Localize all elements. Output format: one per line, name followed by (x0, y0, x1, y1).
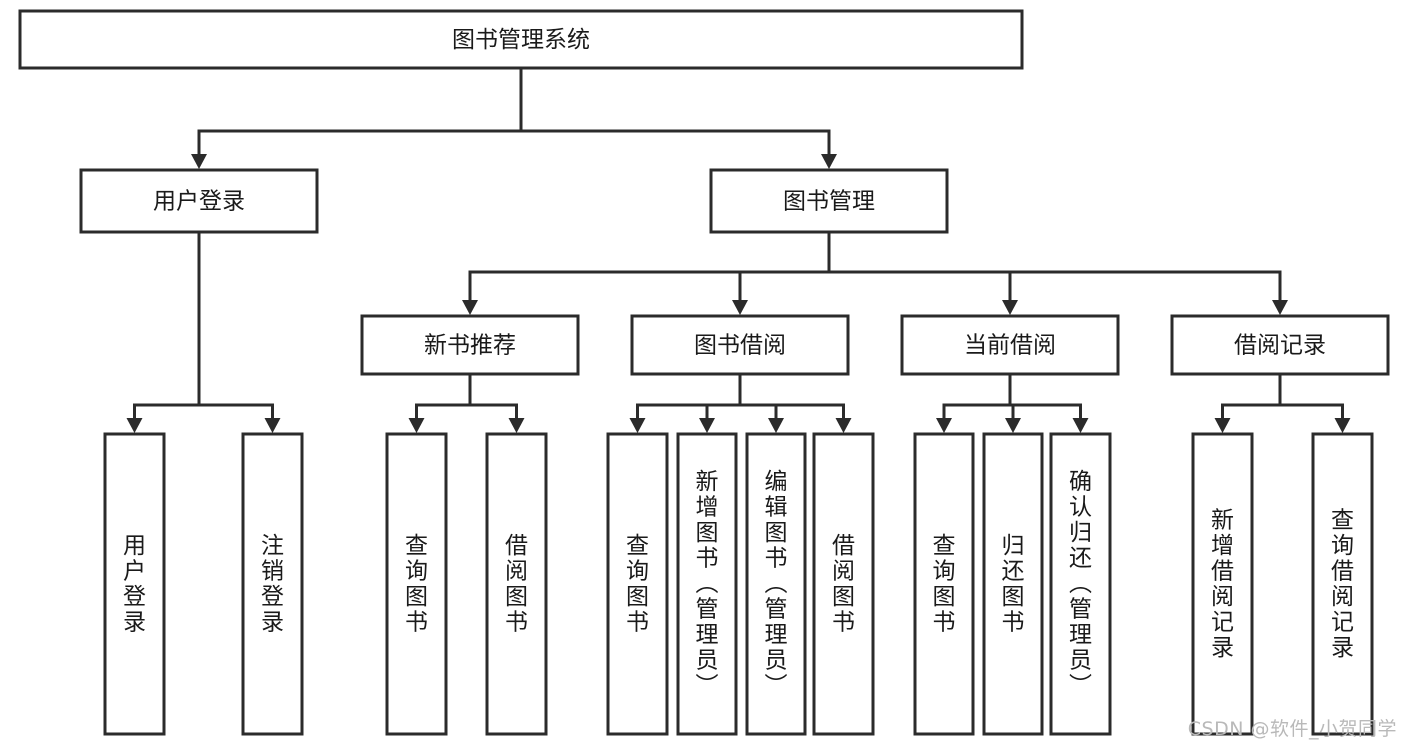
node-label-leaf-edit-book-admin: 编辑图书︵管理员︶ (765, 469, 788, 699)
node-leaf-logout-login[interactable]: 注销登录 (241, 432, 304, 736)
arrow-head-icon (936, 418, 952, 433)
node-root[interactable]: 图书管理系统 (18, 9, 1024, 70)
node-label-leaf-logout-login: 注销登录 (261, 533, 284, 636)
connector-new-book-recommend-to-leaf-query-book-recommend (408, 374, 472, 433)
node-label-user-login: 用户登录 (153, 189, 245, 215)
arrow-head-icon (821, 154, 837, 169)
node-label-leaf-return-book: 归还图书 (1002, 533, 1025, 636)
node-box-book-management[interactable] (709, 168, 949, 234)
arrow-head-icon (1334, 418, 1351, 433)
node-current-borrow[interactable]: 当前借阅 (900, 314, 1120, 376)
node-box-current-borrow[interactable] (900, 314, 1120, 376)
node-leaf-edit-book-admin[interactable]: 编辑图书︵管理员︶ (745, 432, 807, 736)
connector-book-management-to-book-borrow (732, 232, 831, 315)
node-leaf-borrow-book-recommend[interactable]: 借阅图书 (485, 432, 548, 736)
node-label-leaf-confirm-return-admin: 确认归还︵管理员︶ (1069, 469, 1092, 699)
node-leaf-borrow-book[interactable]: 借阅图书 (812, 432, 875, 736)
node-new-book-recommend[interactable]: 新书推荐 (360, 314, 580, 376)
arrow-head-icon (699, 418, 715, 433)
node-leaf-add-book-admin[interactable]: 新增图书︵管理员︶ (676, 432, 738, 736)
arrow-head-icon (629, 418, 646, 433)
arrow-head-icon (408, 418, 425, 433)
node-box-leaf-add-borrow-record[interactable] (1191, 432, 1254, 736)
arrow-head-icon (508, 418, 525, 433)
node-box-leaf-confirm-return-admin[interactable] (1049, 432, 1112, 736)
node-box-borrow-records[interactable] (1170, 314, 1390, 376)
arrow-head-icon (126, 418, 143, 433)
node-box-leaf-borrow-book[interactable] (812, 432, 875, 736)
node-box-leaf-edit-book-admin[interactable] (745, 432, 807, 736)
node-book-borrow[interactable]: 图书借阅 (630, 314, 850, 376)
node-label-leaf-add-book-admin: 新增图书︵管理员︶ (696, 469, 719, 699)
node-box-user-login[interactable] (79, 168, 319, 234)
connector-current-borrow-to-leaf-query-book-current (936, 374, 1012, 433)
node-label-leaf-query-book-borrow: 查询图书 (626, 533, 649, 636)
node-box-leaf-query-book-recommend[interactable] (385, 432, 448, 736)
arrow-head-icon (462, 300, 478, 315)
csdn-watermark: CSDN @软件_小贺同学 (1187, 718, 1397, 740)
node-label-book-management: 图书管理 (783, 189, 875, 215)
arrow-head-icon (732, 300, 748, 315)
node-book-management[interactable]: 图书管理 (709, 168, 949, 234)
node-box-leaf-borrow-book-recommend[interactable] (485, 432, 548, 736)
node-leaf-query-book-current[interactable]: 查询图书 (913, 432, 975, 736)
node-label-leaf-query-book-recommend: 查询图书 (405, 533, 428, 636)
node-box-book-borrow[interactable] (630, 314, 850, 376)
connector-borrow-records-to-leaf-add-borrow-record (1214, 374, 1282, 433)
node-label-leaf-query-borrow-record: 查询借阅记录 (1331, 507, 1354, 661)
node-box-leaf-query-book-borrow[interactable] (606, 432, 669, 736)
node-label-new-book-recommend: 新书推荐 (424, 333, 516, 359)
connector-user-login-to-leaf-user-login (126, 232, 201, 433)
arrow-head-icon (768, 418, 784, 433)
connector-current-borrow-to-leaf-confirm-return-admin (1008, 374, 1089, 433)
arrow-head-icon (264, 418, 281, 433)
node-label-leaf-add-borrow-record: 新增借阅记录 (1211, 507, 1234, 661)
node-label-leaf-borrow-book-recommend: 借阅图书 (505, 533, 528, 636)
node-label-book-borrow: 图书借阅 (694, 333, 786, 359)
arrow-head-icon (1005, 418, 1021, 433)
node-leaf-return-book[interactable]: 归还图书 (982, 432, 1044, 736)
node-label-root: 图书管理系统 (452, 27, 590, 53)
connector-new-book-recommend-to-leaf-borrow-book-recommend (468, 374, 525, 433)
node-borrow-records[interactable]: 借阅记录 (1170, 314, 1390, 376)
node-leaf-query-borrow-record[interactable]: 查询借阅记录 (1311, 432, 1374, 736)
node-box-leaf-return-book[interactable] (982, 432, 1044, 736)
arrow-head-icon (1002, 300, 1018, 315)
connector-user-login-to-leaf-logout-login (197, 232, 281, 433)
node-box-leaf-logout-login[interactable] (241, 432, 304, 736)
arrow-head-icon (1214, 418, 1231, 433)
node-leaf-add-borrow-record[interactable]: 新增借阅记录 (1191, 432, 1254, 736)
connector-book-borrow-to-leaf-borrow-book (738, 374, 852, 433)
node-leaf-query-book-borrow[interactable]: 查询图书 (606, 432, 669, 736)
arrow-head-icon (835, 418, 852, 433)
node-box-leaf-query-borrow-record[interactable] (1311, 432, 1374, 736)
connector-borrow-records-to-leaf-query-borrow-record (1278, 374, 1351, 433)
connector-layer (126, 68, 1351, 433)
node-label-borrow-records: 借阅记录 (1234, 333, 1326, 359)
node-label-leaf-borrow-book: 借阅图书 (832, 533, 855, 636)
node-box-leaf-add-book-admin[interactable] (676, 432, 738, 736)
connector-book-management-to-borrow-records (827, 232, 1288, 315)
connector-root-to-user-login (191, 68, 523, 169)
node-label-leaf-user-login: 用户登录 (123, 533, 146, 636)
node-leaf-confirm-return-admin[interactable]: 确认归还︵管理员︶ (1049, 432, 1112, 736)
node-box-new-book-recommend[interactable] (360, 314, 580, 376)
arrow-head-icon (191, 154, 207, 169)
node-box-root[interactable] (18, 9, 1024, 70)
node-box-leaf-query-book-current[interactable] (913, 432, 975, 736)
node-layer: 图书管理系统用户登录图书管理新书推荐图书借阅当前借阅借阅记录用户登录注销登录查询… (18, 9, 1390, 736)
node-label-current-borrow: 当前借阅 (964, 333, 1056, 359)
node-leaf-query-book-recommend[interactable]: 查询图书 (385, 432, 448, 736)
node-box-leaf-user-login[interactable] (103, 432, 166, 736)
arrow-head-icon (1272, 300, 1288, 315)
node-user-login[interactable]: 用户登录 (79, 168, 319, 234)
connector-root-to-book-management (519, 68, 837, 169)
arrow-head-icon (1072, 418, 1089, 433)
node-label-leaf-query-book-current: 查询图书 (933, 533, 956, 636)
node-leaf-user-login[interactable]: 用户登录 (103, 432, 166, 736)
